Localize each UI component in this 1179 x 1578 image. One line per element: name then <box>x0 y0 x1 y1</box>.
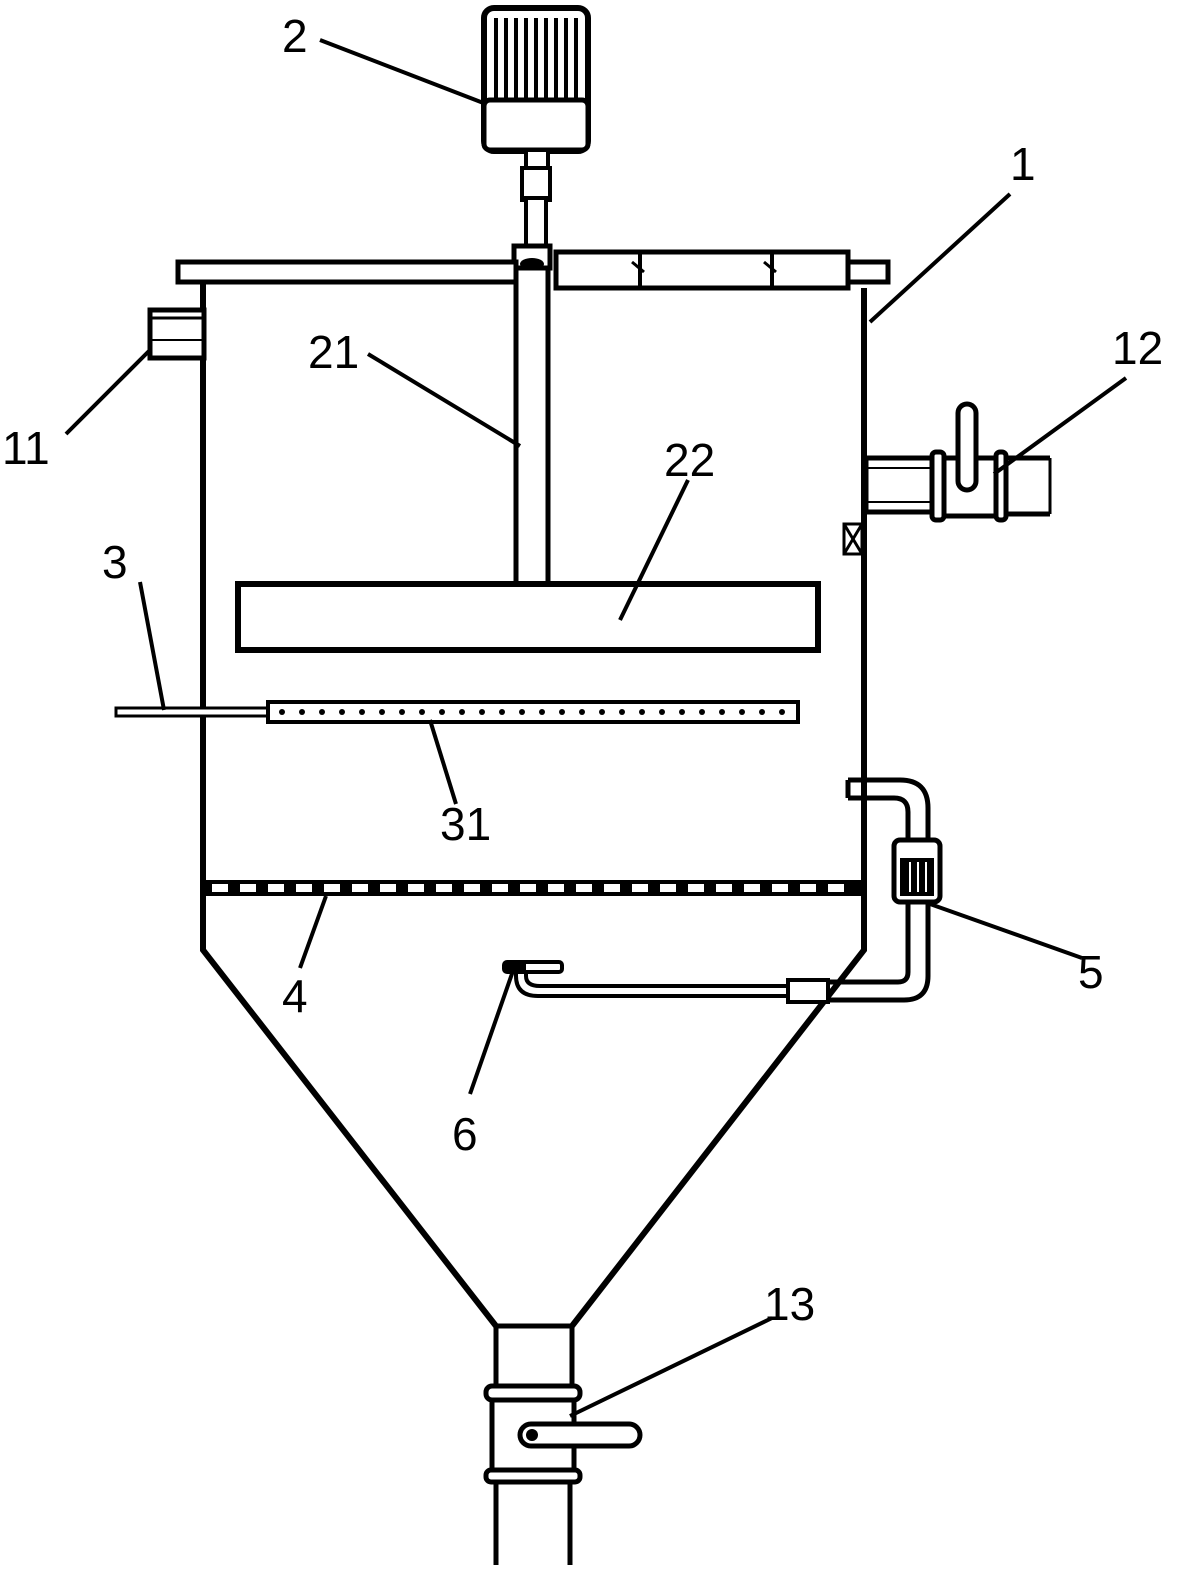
side-outlet-valve <box>863 401 1052 523</box>
label-motor: 2 <box>282 10 308 62</box>
label-tank: 1 <box>1010 138 1036 190</box>
spray-bar <box>266 700 800 724</box>
label-top-inlet: 11 <box>2 422 50 474</box>
shaft <box>511 243 553 587</box>
label-agitator-plate: 22 <box>664 434 715 486</box>
pump <box>891 837 943 905</box>
tank-lid <box>175 249 891 291</box>
wall-valve-icon <box>842 522 864 556</box>
bottom-valve <box>483 1323 643 1565</box>
label-shaft: 21 <box>308 326 359 378</box>
label-pump: 5 <box>1078 946 1104 998</box>
label-spray-bar: 31 <box>440 798 491 850</box>
agitator-plate <box>235 581 821 653</box>
tank-body <box>200 282 867 1328</box>
label-inlet-pipe: 3 <box>102 536 128 588</box>
motor <box>481 5 591 248</box>
top-inlet <box>147 307 207 361</box>
return-nozzle <box>502 960 564 974</box>
label-side-outlet-valve: 12 <box>1112 322 1163 374</box>
inlet-pipe <box>114 706 270 718</box>
perforated-plate <box>203 880 864 896</box>
leader-lines <box>64 38 1128 1418</box>
label-return-nozzle: 6 <box>452 1108 478 1160</box>
label-bottom-valve: 13 <box>764 1278 815 1330</box>
label-perforated-plate: 4 <box>282 970 308 1022</box>
